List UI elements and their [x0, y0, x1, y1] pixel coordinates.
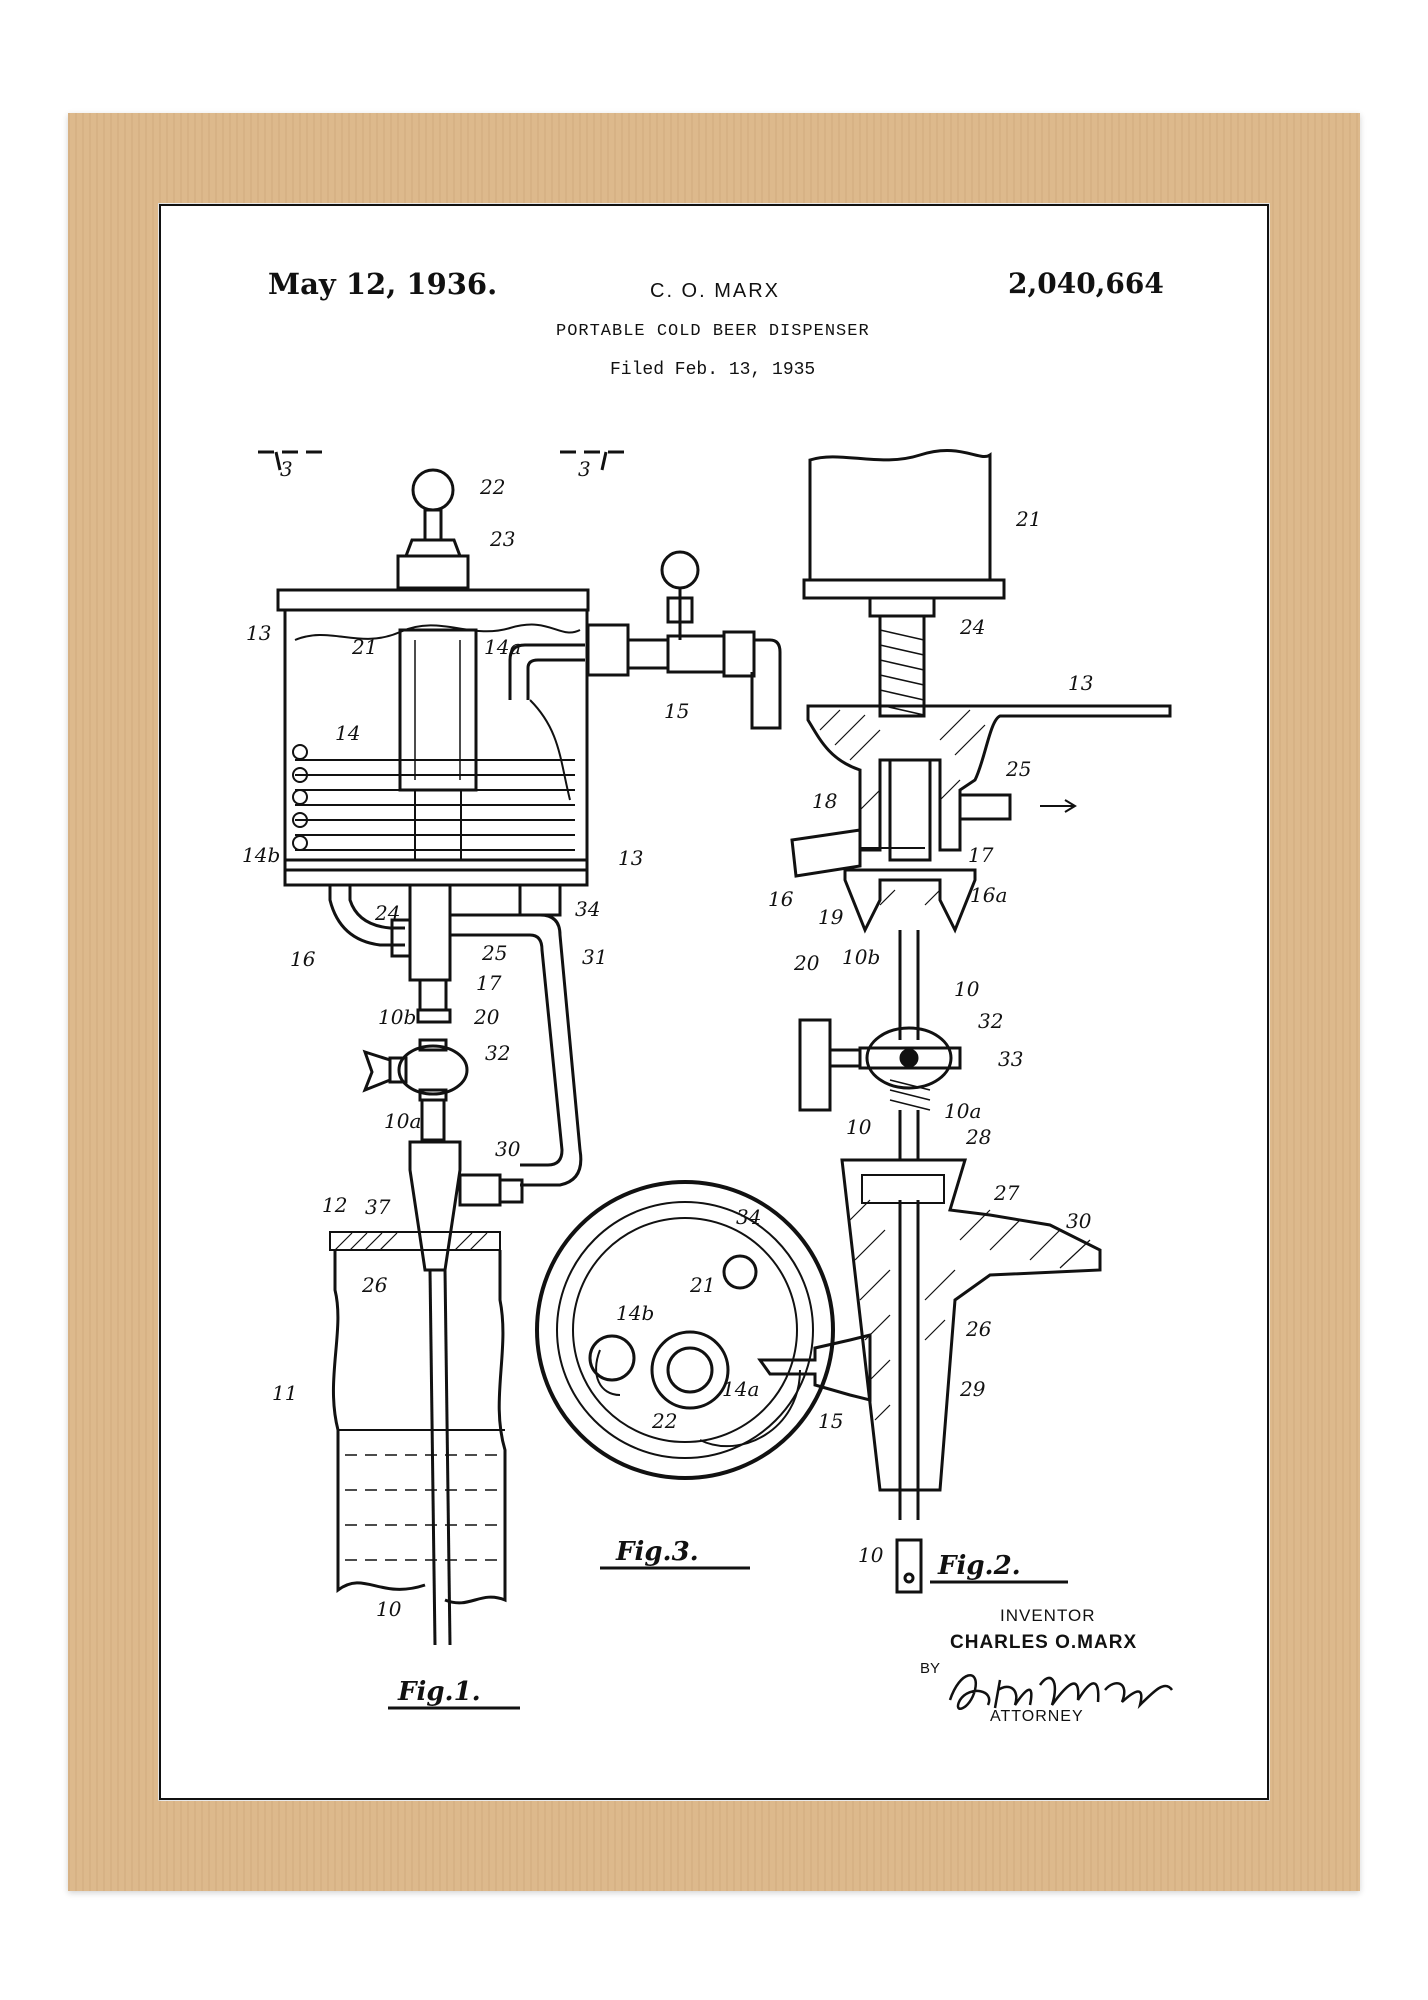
label-10-fig1: 10: [376, 1597, 402, 1621]
label-fig2-17: 17: [968, 843, 994, 867]
caption-fig2: Fig.2.: [937, 1551, 1021, 1581]
label-37: 37: [365, 1195, 391, 1219]
label-fig3-34: 34: [736, 1205, 761, 1229]
label-fig1-3a: 3: [280, 457, 293, 481]
inventor-name: CHARLES O.MARX: [950, 1632, 1138, 1653]
label-fig3-15: 15: [818, 1409, 843, 1433]
label-30: 30: [495, 1137, 521, 1161]
label-fig2-20: 20: [793, 951, 820, 975]
label-10a: 10a: [384, 1109, 421, 1133]
label-24: 24: [374, 901, 400, 925]
label-12: 12: [322, 1193, 347, 1217]
label-15: 15: [664, 699, 689, 723]
label-fig2-13: 13: [1068, 671, 1093, 695]
label-fig2-28: 28: [965, 1125, 991, 1149]
by-label: BY: [920, 1660, 941, 1677]
label-20: 20: [473, 1005, 500, 1029]
label-fig2-18: 18: [812, 789, 837, 813]
label-fig2-16: 16: [768, 887, 794, 911]
label-14: 14: [335, 721, 360, 745]
label-fig2-25: 25: [1005, 757, 1031, 781]
attorney-signature: [948, 1674, 1174, 1710]
inventor-label: INVENTOR: [1000, 1606, 1096, 1625]
label-fig2-29: 29: [959, 1377, 986, 1401]
label-13b: 13: [618, 846, 643, 870]
label-fig2-30: 30: [1066, 1209, 1092, 1233]
label-22: 22: [479, 475, 505, 499]
label-31: 31: [582, 945, 607, 969]
label-25: 25: [481, 941, 507, 965]
label-fig2-26: 26: [965, 1317, 992, 1341]
label-fig3-21: 21: [689, 1273, 715, 1297]
label-34: 34: [575, 897, 600, 921]
label-fig2-10b: 10b: [842, 945, 880, 969]
label-fig2-10a: 10a: [944, 1099, 981, 1123]
fig1-dispenser: [258, 450, 782, 1646]
label-11: 11: [272, 1381, 297, 1405]
label-fig2-16a: 16a: [970, 883, 1007, 907]
label-32: 32: [485, 1041, 510, 1065]
label-fig3-22: 22: [651, 1409, 677, 1433]
caption-fig1: Fig.1.: [397, 1677, 481, 1707]
label-14a: 14a: [484, 635, 521, 659]
label-13a: 13: [246, 621, 271, 645]
label-fig2-10: 10: [954, 977, 980, 1001]
label-fig2-27: 27: [993, 1181, 1020, 1205]
label-fig2-10-bottom: 10: [858, 1543, 884, 1567]
caption-fig3: Fig.3.: [615, 1537, 699, 1567]
label-fig3-14a: 14a: [722, 1377, 759, 1401]
label-fig2-21: 21: [1015, 507, 1041, 531]
label-fig1-3b: 3: [578, 457, 591, 481]
patent-date: May 12, 1936.: [268, 267, 498, 301]
label-26: 26: [361, 1273, 388, 1297]
patent-number: 2,040,664: [1008, 267, 1164, 300]
patent-sheet: [159, 204, 1269, 1800]
label-17: 17: [476, 971, 502, 995]
label-14b: 14b: [242, 843, 280, 867]
fig2-section: [790, 449, 1172, 1594]
label-fig2-10-mid: 10: [846, 1115, 872, 1139]
label-fig2-19: 19: [818, 905, 844, 929]
label-21: 21: [351, 635, 377, 659]
label-23: 23: [489, 527, 515, 551]
label-fig2-33: 33: [998, 1047, 1023, 1071]
label-fig2-24: 24: [959, 615, 985, 639]
label-10b: 10b: [378, 1005, 416, 1029]
filed-date: Filed Feb. 13, 1935: [610, 360, 816, 380]
label-16: 16: [290, 947, 316, 971]
label-fig3-14b: 14b: [616, 1301, 654, 1325]
fig3-top-view: [535, 1180, 872, 1480]
label-fig2-32: 32: [978, 1009, 1003, 1033]
inventor-heading: C. O. MARX: [650, 280, 781, 302]
patent-title: PORTABLE COLD BEER DISPENSER: [556, 322, 870, 341]
attorney-label: ATTORNEY: [990, 1708, 1084, 1725]
